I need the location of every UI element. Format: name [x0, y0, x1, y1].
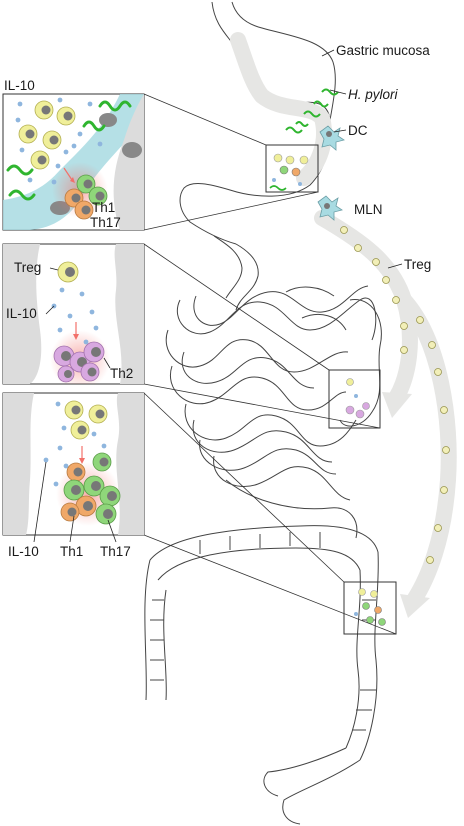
colon-il10-label: IL-10: [8, 544, 39, 559]
dendritic-cell: [319, 125, 345, 151]
small-intestine-th2-label: Th2: [110, 366, 133, 381]
il10-dots-colon: [43, 401, 107, 487]
duodenum: [213, 235, 259, 311]
migrating-treg-cells: [340, 226, 450, 564]
small-intestine-focus-cells: [345, 378, 370, 419]
small-intestine-treg-label: Treg: [14, 260, 41, 275]
stomach-th1-label: Th1: [92, 200, 115, 215]
colon-inset-tregs: [64, 400, 108, 440]
small-intestine-focus-box: [328, 369, 381, 429]
digestive-tract-outline: [144, 1, 382, 825]
esophagus-stomach: [179, 1, 336, 245]
h-pylori-label: H. pylori: [348, 87, 399, 102]
zoom-connectors: [143, 93, 397, 635]
stomach-th17-label: Th17: [90, 215, 121, 230]
th2-cells: [53, 341, 105, 383]
colon-focus-box: [343, 581, 397, 635]
colon-th1-label: Th1: [60, 544, 83, 559]
stomach-il10-label: IL-10: [4, 78, 35, 93]
h-pylori-leader: [329, 89, 347, 95]
treg-migration-leader: [387, 263, 403, 269]
mln-dendritic-cell: [317, 195, 343, 221]
small-intestine-il10-label: IL-10: [6, 306, 37, 321]
colon: [144, 525, 379, 825]
stomach-inset-cells: [18, 100, 108, 220]
stomach-focus-cells: [269, 153, 309, 191]
dc-leader: [333, 129, 347, 133]
colon-inset: [2, 392, 145, 543]
treg-migration-label: Treg: [404, 257, 431, 272]
gastric-wall-shading: [230, 32, 332, 186]
colon-th17-label: Th17: [100, 544, 131, 559]
mln-label: MLN: [354, 202, 383, 217]
dc-label: DC: [348, 123, 368, 138]
stomach-inset: IL-10 Th1 Th17: [2, 78, 145, 231]
il10-dots-stomach: [15, 97, 103, 185]
colon-inset-effector-cells: [60, 452, 121, 525]
h-pylori-bacteria: [285, 88, 339, 134]
gastric-mucosa-label: Gastric mucosa: [336, 43, 430, 58]
gastric-epithelium: [3, 94, 144, 230]
gastric-mucosa-leader: [321, 49, 335, 57]
colon-focus-cells: [354, 588, 386, 626]
stomach-focus-box: [265, 144, 319, 193]
small-intestine-inset: Treg IL-10 Th2: [2, 243, 145, 385]
treg-migration-arrow: [314, 210, 457, 618]
